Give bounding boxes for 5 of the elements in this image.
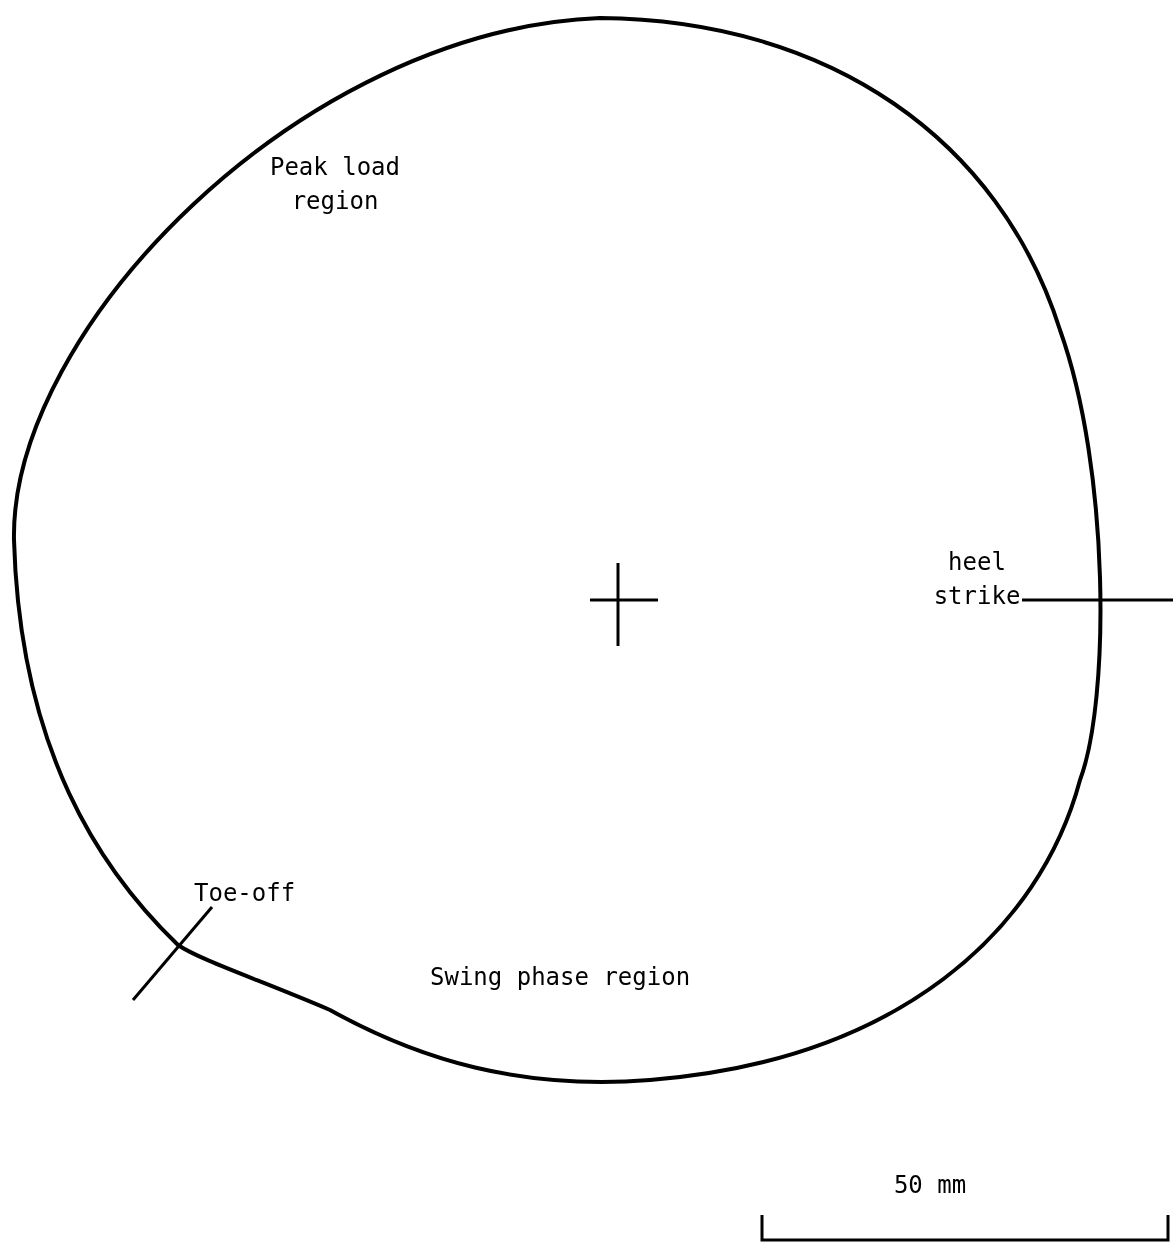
event-label: heel strike xyxy=(932,547,1022,612)
event-label: Toe-off xyxy=(194,878,297,909)
region-label: Peak load region xyxy=(268,152,401,217)
scale-label: 50 mm xyxy=(892,1170,968,1201)
region-label: Swing phase region xyxy=(430,962,692,993)
